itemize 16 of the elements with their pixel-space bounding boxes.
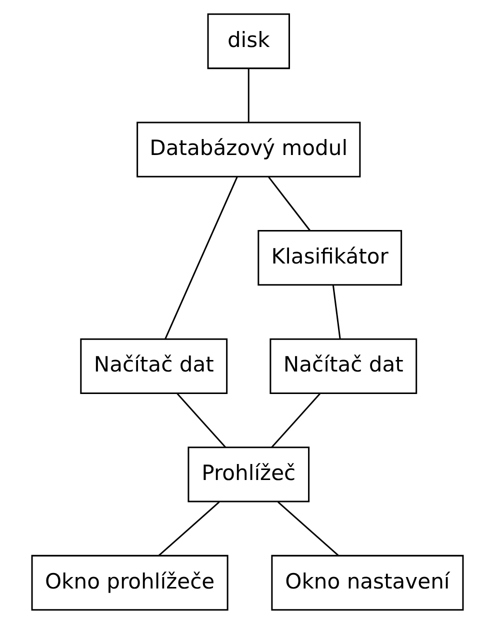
connector — [268, 176, 311, 232]
node-box: Prohlížeč — [188, 446, 310, 502]
node-box: disk — [207, 13, 290, 70]
node-box: Okno prohlížeče — [31, 554, 228, 611]
node-box: Načítač dat — [80, 338, 228, 394]
connector — [332, 285, 341, 340]
connector — [248, 68, 250, 122]
node-box: Okno nastavení — [271, 554, 464, 611]
connector — [158, 501, 220, 556]
node-box: Klasifikátor — [258, 230, 402, 286]
node-box: Načítač dat — [270, 338, 418, 394]
connector — [278, 501, 339, 556]
node-box: Databázový modul — [136, 122, 361, 178]
connector — [176, 393, 226, 448]
connector — [271, 393, 321, 448]
connector — [164, 176, 238, 340]
